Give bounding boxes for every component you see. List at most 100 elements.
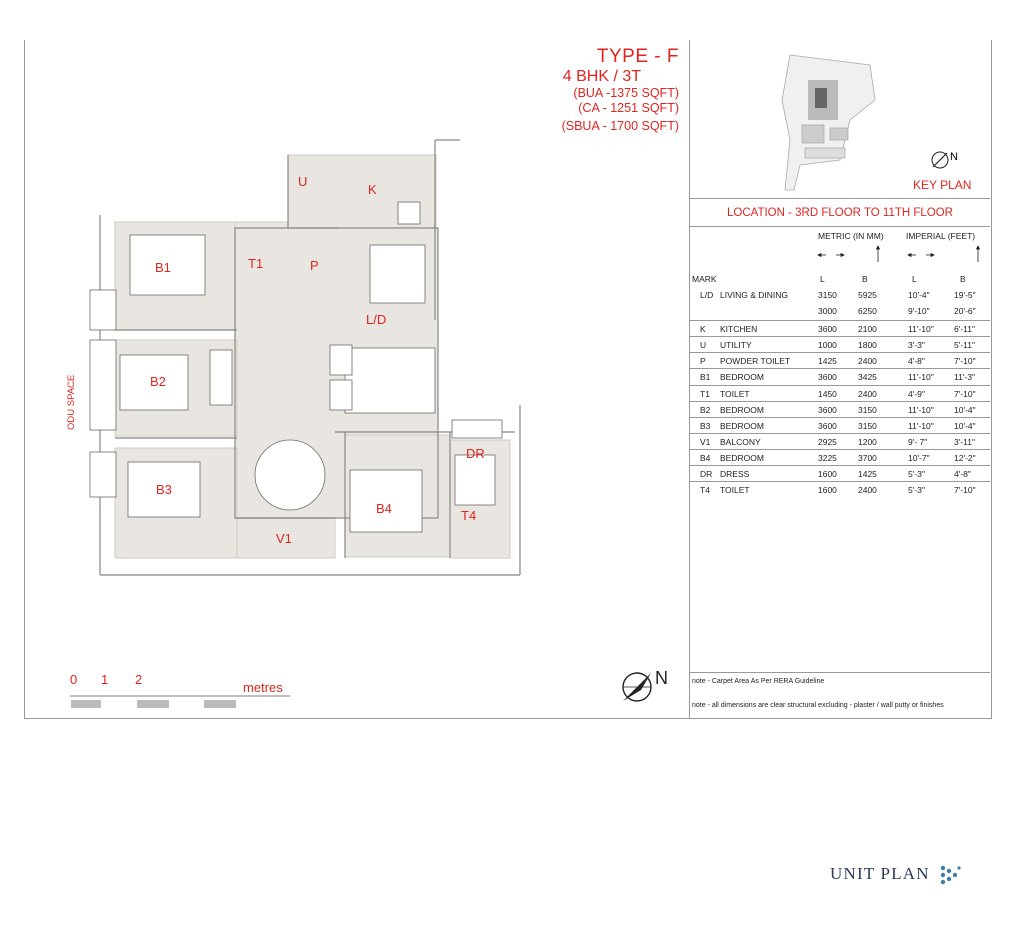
schedule-cell-ib: 10'-4" (954, 405, 976, 415)
schedule-cell-il: 5'-3" (908, 469, 925, 479)
schedule-cell-mb: 1425 (858, 469, 877, 479)
schedule-cell-name: BEDROOM (720, 421, 764, 431)
sheet-divider (689, 40, 690, 718)
schedule-cell-ib: 10'-4" (954, 421, 976, 431)
schedule-cell-mb: 2400 (858, 356, 877, 366)
scale-tick-1: 1 (101, 672, 108, 687)
scale-bar: 0 1 2 metres (70, 672, 290, 708)
schedule-cell-mark: T4 (700, 485, 710, 495)
schedule-cell-ml: 2925 (818, 437, 837, 447)
room-label: T4 (461, 508, 476, 523)
metric-b-header: B (862, 274, 868, 284)
schedule-cell-il: 3'-3" (908, 340, 925, 350)
schedule-cell-mark: P (700, 356, 706, 366)
key-plan-drawing: N (781, 54, 958, 191)
note-dimensions: note - all dimensions are clear structur… (692, 702, 944, 709)
schedule-cell-name: DRESS (720, 469, 750, 479)
schedule-cell-ml: 3150 (818, 290, 837, 300)
schedule-cell-ml: 3600 (818, 421, 837, 431)
schedule-cell-il: 10'-7" (908, 453, 930, 463)
scale-unit: metres (243, 680, 283, 695)
schedule-cell-mb: 5925 (858, 290, 877, 300)
schedule-cell-il: 5'-3" (908, 485, 925, 495)
schedule-cell-name: LIVING & DINING (720, 290, 789, 300)
scale-tick-0: 0 (70, 672, 77, 687)
mark-header: MARK (692, 274, 717, 284)
schedule-cell-ml: 3600 (818, 405, 837, 415)
schedule-cell-il: 10'-4" (908, 290, 930, 300)
schedule-cell-name: BEDROOM (720, 372, 764, 382)
key-plan: N (690, 40, 990, 199)
notes: note - Carpet Area As Per RERA Guideline… (690, 672, 990, 719)
note-carpet-area: note - Carpet Area As Per RERA Guideline (692, 678, 825, 685)
schedule-cell-name: UTILITY (720, 340, 752, 350)
schedule-cell-ib: 20'-6" (954, 306, 976, 316)
room-label: B4 (376, 501, 392, 516)
schedule-cell-il: 11'-10" (908, 421, 934, 431)
room-label: P (310, 258, 319, 273)
sbua-area: (SBUA - 1700 SQFT) (561, 118, 679, 133)
room-label: V1 (276, 531, 292, 546)
unit-type: TYPE - F (596, 46, 679, 67)
schedule-cell-ib: 7'-10" (954, 389, 976, 399)
schedule-cell-ib: 5'-11" (954, 340, 976, 350)
metric-header: METRIC (IN MM) (818, 231, 884, 241)
schedule-row: L/D LIVING & DINING 3150 5925 10'-4" 19'-5" (690, 287, 990, 303)
key-plan-compass-icon (931, 151, 949, 169)
schedule-cell-ib: 19'-5" (954, 290, 976, 300)
schedule-cell-mb: 1200 (858, 437, 877, 447)
room-label: K (368, 182, 377, 197)
schedule-cell-ml: 3000 (818, 306, 837, 316)
schedule-cell-ml: 3600 (818, 372, 837, 382)
odu-space-label: ODU SPACE (66, 374, 77, 430)
schedule-cell-ib: 3'-11" (954, 437, 976, 447)
schedule-cell-ml: 1425 (818, 356, 837, 366)
schedule-cell-il: 4'-8" (908, 356, 925, 366)
schedule-cell-il: 9'- 7" (908, 437, 928, 447)
brand-title: UNIT PLAN (830, 864, 963, 886)
schedule-cell-ib: 12'-2" (954, 453, 976, 463)
schedule-cell-mb: 6250 (858, 306, 877, 316)
schedule-cell-il: 11'-10" (908, 372, 934, 382)
schedule-cell-mark: B1 (700, 372, 711, 382)
key-plan-label: KEY PLAN (913, 178, 972, 192)
room-label: B3 (156, 482, 172, 497)
room-v1 (236, 517, 336, 559)
bua-area: (BUA -1375 SQFT) (573, 86, 679, 101)
schedule-cell-ml: 1450 (818, 389, 837, 399)
ca-area: (CA - 1251 SQFT) (578, 100, 679, 115)
schedule-cell-mark: L/D (700, 290, 714, 300)
schedule-cell-mb: 2100 (858, 324, 877, 334)
brand-text: UNIT PLAN (830, 864, 930, 883)
schedule-cell-ml: 3600 (818, 324, 837, 334)
schedule-cell-mark: B3 (700, 421, 711, 431)
schedule-cell-mark: V1 (700, 437, 711, 447)
schedule-cell-mb: 1800 (858, 340, 877, 350)
imperial-header: IMPERIAL (FEET) (906, 231, 976, 241)
schedule-cell-il: 11'-10" (908, 405, 934, 415)
schedule-cell-mb: 2400 (858, 485, 877, 495)
scale-tick-2: 2 (135, 672, 142, 687)
schedule-cell-il: 4'-9" (908, 389, 925, 399)
room-label: DR (466, 446, 485, 461)
schedule-cell-name: BALCONY (720, 437, 761, 447)
schedule-cell-mark: B2 (700, 405, 711, 415)
north-compass: N (622, 668, 668, 702)
location-header: LOCATION - 3RD FLOOR TO 11TH FLOOR (690, 200, 990, 227)
schedule-cell-mark: U (700, 340, 707, 350)
drawing-sheet (24, 40, 992, 719)
schedule-cell-mark: B4 (700, 453, 711, 463)
schedule-cell-name: POWDER TOILET (720, 356, 791, 366)
imperial-b-header: B (960, 274, 966, 284)
metric-l-header: L (820, 274, 825, 284)
schedule-cell-ml: 3225 (818, 453, 837, 463)
schedule-cell-mark: T1 (700, 389, 710, 399)
